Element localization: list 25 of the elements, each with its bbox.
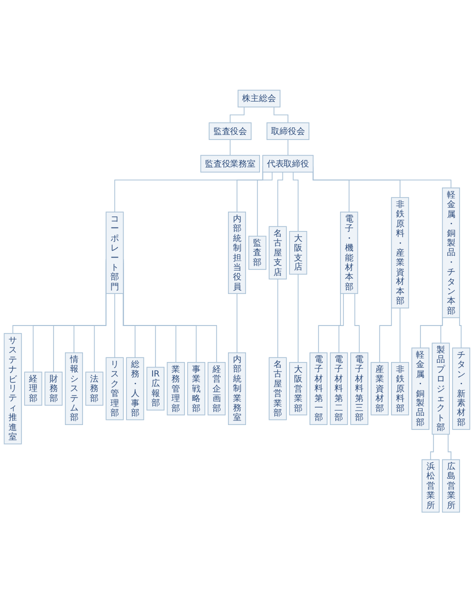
connector	[114, 293, 116, 358]
connector	[230, 106, 245, 124]
connector	[292, 172, 299, 232]
connector	[298, 274, 299, 364]
connector	[236, 172, 264, 213]
node-box: 経営企画部	[208, 362, 226, 416]
node-box: 株主総会	[238, 90, 280, 108]
connector	[277, 172, 284, 228]
node-box: 監査役会	[208, 122, 252, 140]
node-box: コーポレート部門	[106, 212, 124, 294]
node-box: チタン・新素材部	[452, 348, 470, 430]
connector	[256, 172, 273, 237]
node-box: 代表取締役	[262, 155, 314, 173]
connector	[236, 293, 238, 354]
node-box: 経理部	[24, 372, 42, 406]
connector	[448, 434, 452, 460]
connector	[230, 139, 231, 156]
node-box: サステナビリティ推進室	[4, 333, 22, 445]
connector	[274, 106, 288, 124]
connector	[277, 278, 278, 358]
connector	[430, 434, 434, 460]
node-box: 取締役会	[266, 122, 310, 140]
connector	[354, 293, 360, 354]
connector	[338, 293, 344, 354]
node-box: 監査役業務室	[200, 155, 260, 173]
